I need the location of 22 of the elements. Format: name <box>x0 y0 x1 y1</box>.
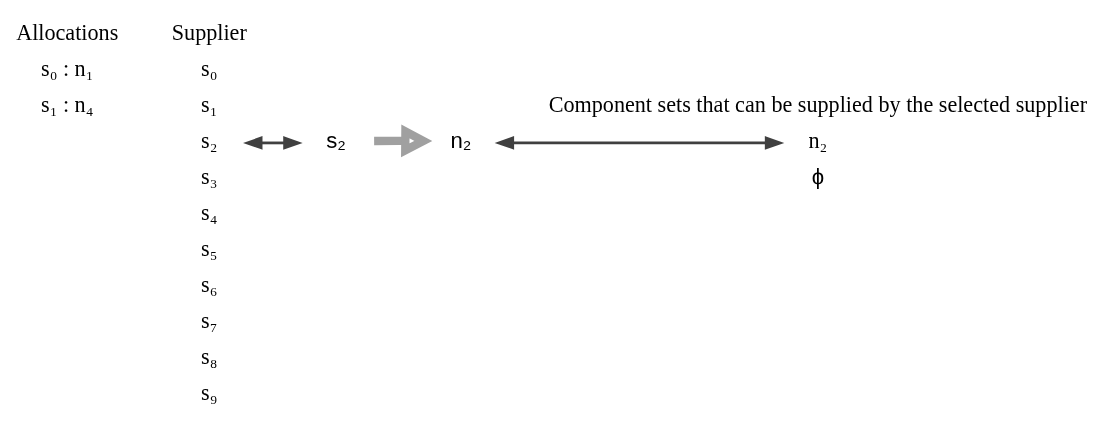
label: s₇ <box>201 308 218 334</box>
label: Supplier <box>171 20 247 46</box>
label: s₁ <box>201 92 218 118</box>
label: s₀ : n₁ <box>41 56 94 82</box>
node-text: s₂ <box>326 128 346 154</box>
node-text: s₂ <box>201 128 218 154</box>
arrow <box>494 136 785 150</box>
label: s₉ <box>201 380 218 406</box>
label: s₈ <box>201 344 218 370</box>
node-text: n₂ <box>450 128 472 154</box>
arrow <box>374 124 433 158</box>
label: s₅ <box>201 236 218 262</box>
label: Component sets that can be supplied by the selected supplier <box>548 92 1088 118</box>
label: s₁ : n₄ <box>41 92 94 118</box>
node-text: n₂ <box>808 128 828 154</box>
label: ϕ <box>811 164 825 190</box>
arrow <box>243 136 303 150</box>
label: Allocations <box>16 20 119 46</box>
label: s₀ <box>201 56 218 82</box>
label: s₆ <box>201 272 218 298</box>
label: s₄ <box>201 200 218 226</box>
label: s₃ <box>201 164 218 190</box>
